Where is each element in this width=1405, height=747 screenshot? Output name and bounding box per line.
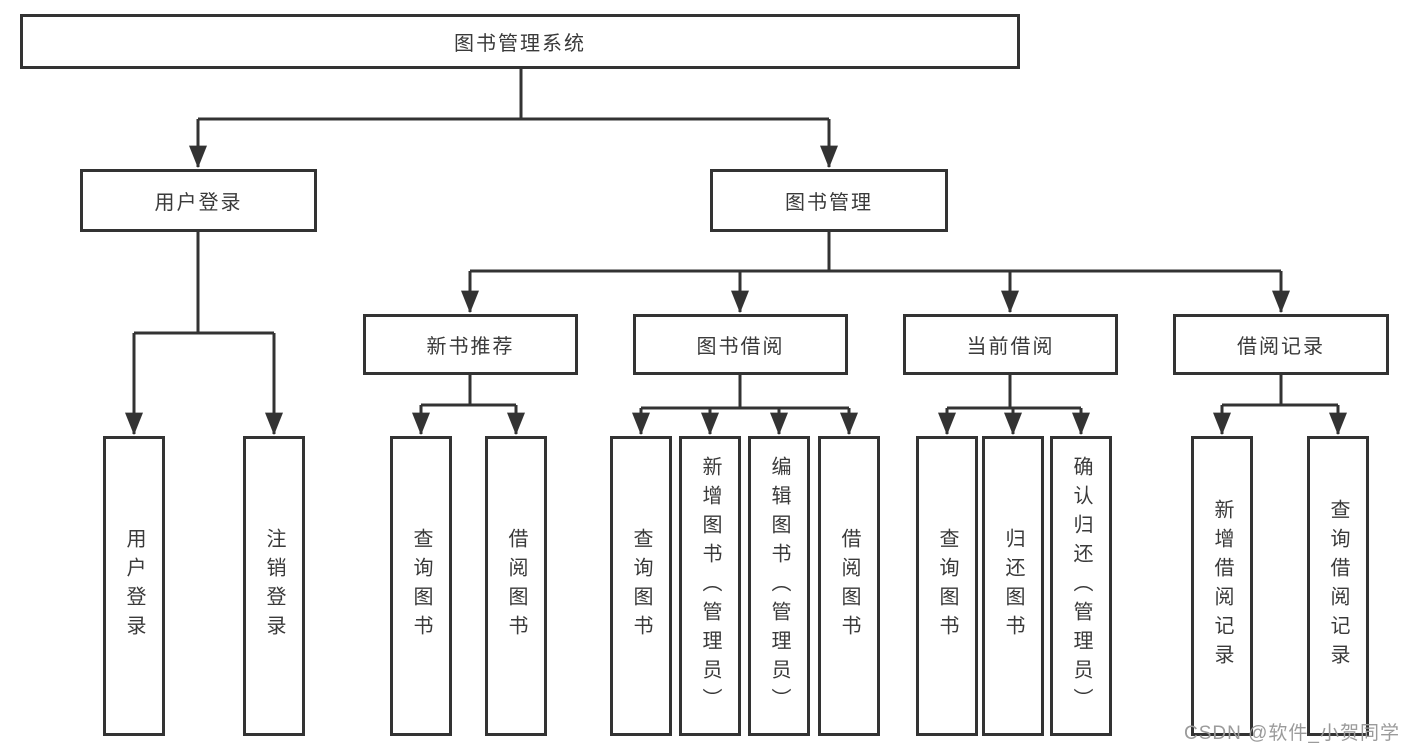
leaf-query-books-current-label: 查询图书 — [936, 528, 958, 644]
leaf-logout-label: 注销登录 — [263, 528, 285, 644]
node-current-borrowing: 当前借阅 — [903, 314, 1118, 375]
leaf-add-borrow-record: 新增借阅记录 — [1191, 436, 1253, 736]
node-book-management: 图书管理 — [710, 169, 948, 232]
node-user-login-label: 用户登录 — [154, 192, 243, 214]
node-book-borrowing-label: 图书借阅 — [696, 336, 785, 358]
leaf-edit-book-admin: 编辑图书（管理员） — [748, 436, 810, 736]
node-user-login: 用户登录 — [80, 169, 317, 232]
node-new-book-recommendation: 新书推荐 — [363, 314, 578, 375]
node-root-system: 图书管理系统 — [20, 14, 1020, 69]
node-new-book-recommendation-label: 新书推荐 — [426, 336, 515, 358]
node-borrowing-records-label: 借阅记录 — [1237, 336, 1325, 358]
leaf-borrow-books-recommend: 借阅图书 — [485, 436, 547, 736]
leaf-query-books-recommend-label: 查询图书 — [410, 528, 432, 644]
watermark: CSDN @软件_小贺同学 — [1184, 723, 1400, 744]
leaf-query-books-recommend: 查询图书 — [390, 436, 452, 736]
node-borrowing-records: 借阅记录 — [1173, 314, 1389, 375]
leaf-confirm-return-admin-label: 确认归还（管理员） — [1070, 455, 1092, 717]
leaf-confirm-return-admin: 确认归还（管理员） — [1050, 436, 1112, 736]
leaf-return-books: 归还图书 — [982, 436, 1044, 736]
leaf-query-books-borrowing-label: 查询图书 — [630, 528, 652, 644]
leaf-logout: 注销登录 — [243, 436, 305, 736]
leaf-query-books-borrowing: 查询图书 — [610, 436, 672, 736]
leaf-user-login-label: 用户登录 — [123, 528, 145, 644]
leaf-add-book-admin-label: 新增图书（管理员） — [699, 455, 721, 717]
leaf-add-book-admin: 新增图书（管理员） — [679, 436, 741, 736]
leaf-return-books-label: 归还图书 — [1002, 528, 1024, 644]
node-book-management-label: 图书管理 — [785, 192, 873, 214]
node-current-borrowing-label: 当前借阅 — [966, 336, 1055, 358]
leaf-query-borrow-record: 查询借阅记录 — [1307, 436, 1369, 736]
leaf-user-login: 用户登录 — [103, 436, 165, 736]
leaf-borrow-books-borrowing: 借阅图书 — [818, 436, 880, 736]
leaf-query-borrow-record-label: 查询借阅记录 — [1327, 499, 1349, 673]
leaf-borrow-books-borrowing-label: 借阅图书 — [838, 528, 860, 644]
leaf-add-borrow-record-label: 新增借阅记录 — [1211, 499, 1233, 673]
node-root-label: 图书管理系统 — [454, 33, 586, 55]
leaf-edit-book-admin-label: 编辑图书（管理员） — [768, 455, 790, 717]
leaf-borrow-books-recommend-label: 借阅图书 — [505, 528, 527, 644]
node-book-borrowing: 图书借阅 — [633, 314, 848, 375]
leaf-query-books-current: 查询图书 — [916, 436, 978, 736]
